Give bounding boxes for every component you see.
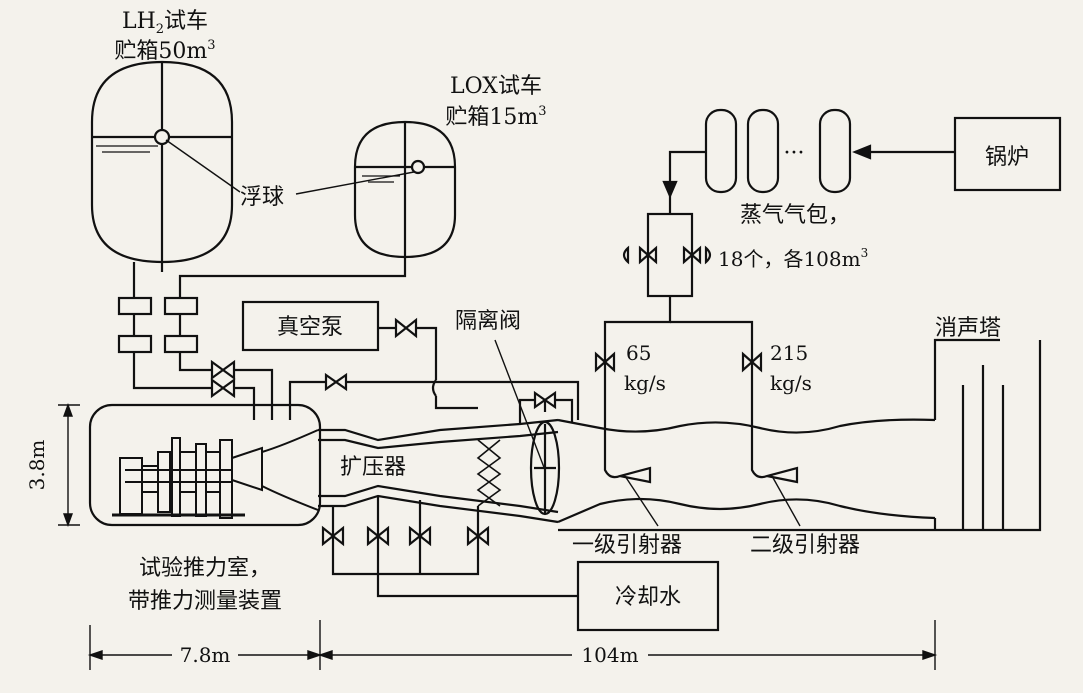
thrust-stand bbox=[112, 429, 319, 519]
lh2-tank bbox=[90, 60, 234, 272]
lh2-filter-2 bbox=[117, 334, 153, 354]
ejector-1-label: 一级引射器 bbox=[572, 533, 682, 558]
dim-total-length-label: 104m bbox=[581, 643, 638, 667]
lox-tank-label-2: 贮箱15m3 bbox=[445, 104, 546, 130]
cooling-water-lines bbox=[321, 496, 578, 598]
test-chamber-label-1: 试验推力室， bbox=[139, 556, 271, 581]
cooling-water-label: 冷却水 bbox=[615, 585, 681, 610]
isolation-valve-label: 隔离阀 bbox=[455, 309, 521, 334]
boiler-arrow bbox=[852, 144, 872, 160]
lh2-filter-1 bbox=[117, 296, 153, 316]
vacuum-pump-box bbox=[241, 300, 380, 352]
lh2-feed-valve bbox=[210, 377, 236, 399]
silencer-tower bbox=[933, 338, 1042, 532]
steam-header-arrow bbox=[662, 180, 678, 199]
ejector-2 bbox=[750, 456, 799, 484]
main-duct bbox=[557, 418, 937, 532]
vacuum-line bbox=[378, 326, 438, 380]
steam-valve-right bbox=[682, 245, 702, 265]
diffuser bbox=[318, 418, 559, 524]
dim-height-label: 3.8m bbox=[25, 440, 49, 491]
flow-215-value: 215 bbox=[770, 341, 808, 365]
silencer-tower-label: 消声塔 bbox=[935, 316, 1001, 341]
ejector-2-label: 二级引射器 bbox=[750, 533, 860, 558]
steam-drums bbox=[704, 108, 852, 194]
steam-valve-65 bbox=[594, 351, 616, 373]
dim-height bbox=[58, 402, 80, 528]
lox-tank-label-1: LOX试车 bbox=[450, 74, 542, 99]
lox-float-ball bbox=[410, 159, 426, 175]
float-label: 浮球 bbox=[240, 185, 284, 210]
lox-feed-valve bbox=[210, 359, 236, 381]
cooling-water-box bbox=[576, 560, 720, 632]
float-leader-lox bbox=[295, 171, 415, 195]
flow-65-value: 65 bbox=[626, 341, 651, 365]
test-chamber-label-2: 带推力测量装置 bbox=[128, 589, 282, 614]
lh2-tank-label-1: LH2试车 bbox=[122, 9, 208, 37]
diffuser-label: 扩压器 bbox=[340, 455, 406, 480]
vacuum-pump-label: 真空泵 bbox=[277, 315, 343, 340]
steam-drums-label-2: 18个，各108m3 bbox=[718, 246, 868, 271]
lox-filter-2 bbox=[163, 334, 199, 354]
steam-drums-dots: ··· bbox=[784, 141, 805, 166]
test-chamber-enclosure bbox=[88, 403, 322, 527]
diffuser-grid bbox=[476, 439, 502, 507]
engine-nozzle bbox=[231, 446, 263, 492]
boiler-label: 锅炉 bbox=[985, 145, 1029, 170]
lox-tank bbox=[353, 120, 457, 259]
dim-chamber-length-label: 7.8m bbox=[180, 643, 231, 667]
steam-valve-215 bbox=[741, 351, 763, 373]
lh2-float-ball bbox=[153, 128, 171, 146]
flow-65-unit: kg/s bbox=[624, 371, 666, 395]
steam-drums-label-1: 蒸气气包， bbox=[740, 203, 850, 228]
isolation-valve-body bbox=[529, 420, 561, 516]
vacuum-valve bbox=[394, 317, 418, 339]
float-leader-lh2 bbox=[165, 139, 241, 193]
lh2-tank-label-2: 贮箱50m3 bbox=[114, 38, 215, 64]
ejector-1 bbox=[603, 456, 652, 484]
lox-filter-1 bbox=[163, 296, 199, 316]
bypass-line bbox=[288, 380, 580, 420]
steam-valve-left bbox=[638, 245, 658, 265]
boiler-box bbox=[953, 116, 1062, 192]
bypass-valve bbox=[324, 372, 348, 392]
flow-215-unit: kg/s bbox=[770, 371, 812, 395]
steam-header-line bbox=[668, 150, 706, 196]
